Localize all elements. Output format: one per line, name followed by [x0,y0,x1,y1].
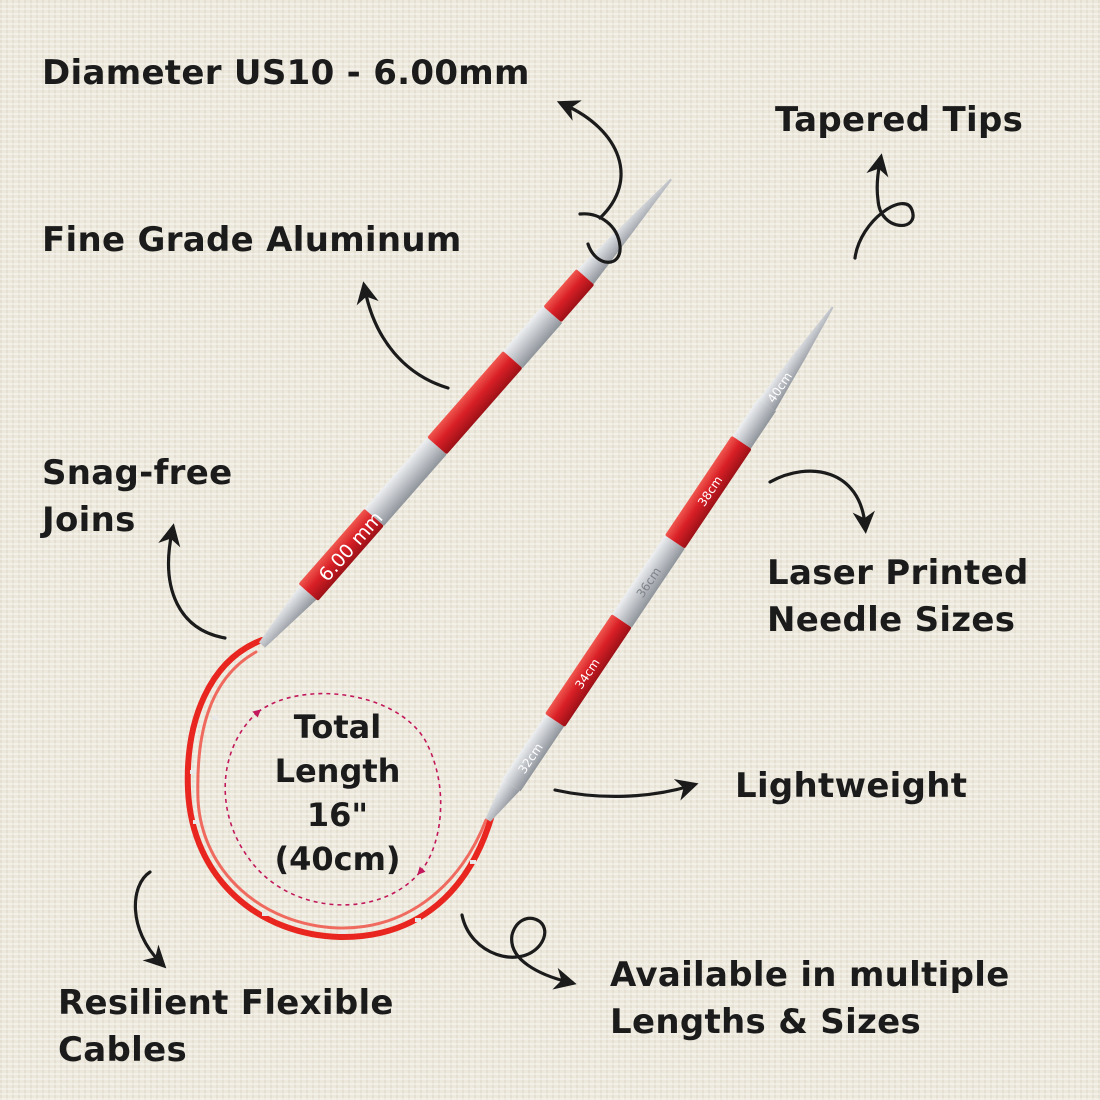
arrow-icon [556,100,623,220]
available-label: Available in multiple Lengths & Sizes [610,955,1010,1042]
arrow-icon [853,153,915,260]
arrow-icon [460,913,577,990]
length-circle [224,692,442,906]
arrow-icon [768,469,875,534]
laser-printed-label: Laser Printed Needle Sizes [767,553,1029,640]
arrow-icon [578,212,622,264]
snag-free-label: Snag-free Joins [42,453,233,540]
cable [184,637,495,941]
diameter-label: Diameter US10 - 6.00mm [42,53,530,93]
left-needle-size-label: 6.00 mm [315,507,388,586]
arrow-icon [356,281,450,390]
tapered-tips-label: Tapered Tips [775,100,1024,140]
lightweight-label: Lightweight [735,766,968,806]
arrow-icon [158,523,227,640]
total-length-label: Total Length 16" (40cm) [274,708,401,878]
resilient-cables-label: Resilient Flexible Cables [58,983,394,1070]
arrow-icon [553,779,699,801]
aluminum-label: Fine Grade Aluminum [42,220,462,260]
arrow-icon [133,870,167,969]
